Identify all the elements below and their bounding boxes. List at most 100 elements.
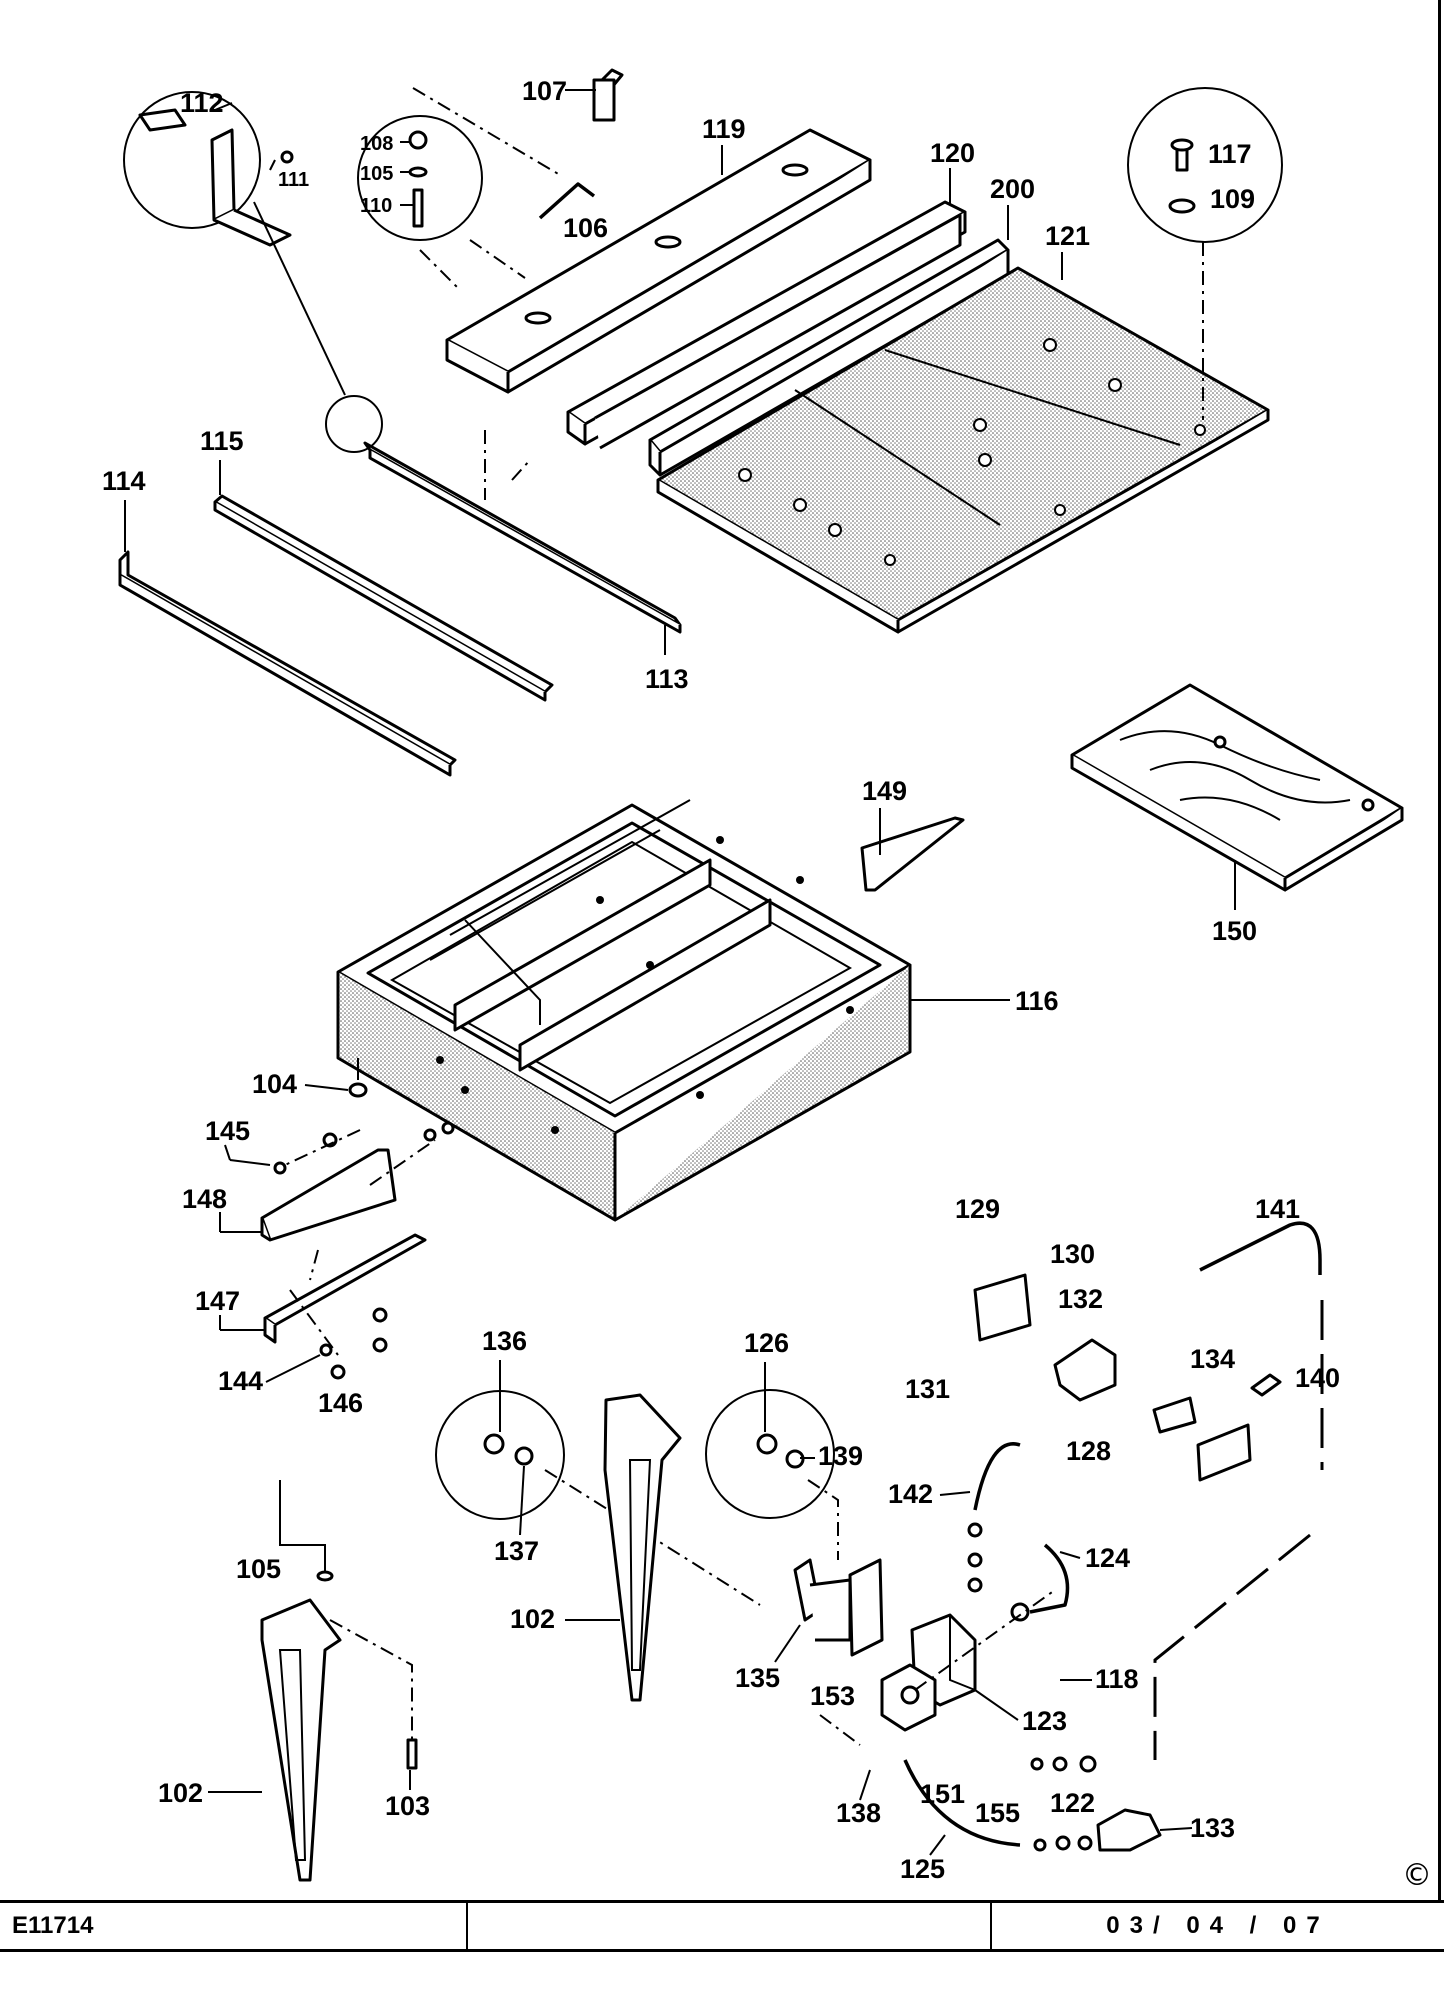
label-149: 149: [862, 776, 907, 806]
label-150: 150: [1212, 916, 1257, 946]
connector-rail: [484, 430, 531, 500]
detail-marker-113: [325, 395, 383, 453]
label-125: 125: [900, 1854, 945, 1884]
label-142: 142: [888, 1479, 933, 1509]
part-108-105-110: [408, 130, 428, 228]
title-block-middle: [468, 1903, 992, 1949]
label-102-left: 102: [158, 1778, 203, 1808]
part-120-rail: [566, 200, 967, 450]
label-107: 107: [522, 76, 567, 106]
copyright-symbol: ©: [1402, 1858, 1432, 1893]
part-113-rail: [363, 441, 682, 634]
part-148-bracket: [260, 1121, 455, 1242]
label-105-leg: 105: [236, 1554, 281, 1584]
part-126-139: [756, 1433, 805, 1469]
part-102-leg-left: [260, 1598, 342, 1882]
part-124-cable: [1010, 1543, 1070, 1622]
part-134-box: [1053, 1338, 1117, 1402]
part-132-plate: [973, 1273, 1032, 1342]
detail-circle-117: [1127, 87, 1283, 243]
part-147-angle: [263, 1233, 427, 1380]
label-128: 128: [1066, 1436, 1111, 1466]
label-200: 200: [990, 174, 1035, 204]
part-119-board: [445, 128, 872, 394]
part-labels: 107 112 119 111 108 105 110 106 120 200 …: [102, 76, 1340, 1884]
label-114: 114: [102, 466, 146, 496]
part-112-handle: [138, 108, 294, 247]
part-104-nut: [348, 1058, 368, 1098]
detail-circle-126: [705, 1389, 835, 1519]
label-106: 106: [563, 213, 608, 243]
part-136-137: [483, 1433, 534, 1466]
connector-105: [279, 1480, 326, 1575]
part-121-table-top: [656, 266, 1270, 634]
callout-line-112: [253, 201, 346, 396]
part-153-switch: [880, 1663, 937, 1732]
detail-circle-112: [123, 91, 261, 229]
connector-147: [289, 1249, 339, 1356]
label-139: 139: [818, 1441, 863, 1471]
part-103-bolt: [406, 1738, 418, 1770]
label-117: 117: [1208, 139, 1252, 169]
label-135: 135: [735, 1663, 780, 1693]
leader-lines: [124, 89, 1236, 1856]
label-137: 137: [494, 1536, 539, 1566]
connector-board: [419, 239, 526, 291]
part-114-rail: [118, 550, 457, 777]
label-123: 123: [1022, 1706, 1067, 1736]
part-142-cable: [967, 1442, 1021, 1593]
label-129: 129: [955, 1194, 1000, 1224]
label-155: 155: [975, 1798, 1020, 1828]
label-147: 147: [195, 1286, 240, 1316]
drawing-number: E11714: [0, 1903, 468, 1949]
label-122: 122: [1050, 1788, 1095, 1818]
label-141: 141: [1255, 1194, 1300, 1224]
part-140-plug: [1152, 1373, 1282, 1482]
label-130: 130: [1050, 1239, 1095, 1269]
label-126: 126: [744, 1328, 789, 1358]
part-133-plug: [1033, 1808, 1162, 1852]
drawing-date: 03/ 04 / 07: [1106, 1912, 1330, 1939]
part-135-bracket: [793, 1558, 884, 1657]
connector-126: [807, 1479, 839, 1560]
label-110: 110: [360, 195, 392, 217]
label-144: 144: [218, 1366, 263, 1396]
part-107-tbolt: [592, 68, 624, 122]
label-133: 133: [1190, 1813, 1235, 1843]
title-block: E11714 03/ 04 / 07: [0, 1900, 1444, 1952]
label-138: 138: [836, 1798, 881, 1828]
part-141-cable: [1199, 1221, 1322, 1275]
label-153: 153: [810, 1681, 855, 1711]
label-151: 151: [920, 1779, 965, 1809]
label-115: 115: [200, 426, 244, 456]
part-116-frame: [336, 799, 912, 1222]
label-109: 109: [1210, 184, 1255, 214]
label-104: 104: [252, 1069, 297, 1099]
label-132: 132: [1058, 1284, 1103, 1314]
detail-circle-108: [357, 115, 483, 241]
label-120: 120: [930, 138, 975, 168]
label-121: 121: [1045, 221, 1090, 251]
right-border: [1438, 0, 1441, 1900]
connector-103: [329, 1619, 413, 1740]
connector-switch: [819, 1589, 1056, 1746]
label-145: 145: [205, 1116, 250, 1146]
label-102: 102: [510, 1604, 555, 1634]
part-149-bracket: [860, 816, 965, 892]
part-115-rail: [213, 494, 554, 702]
connector-148: [284, 1129, 436, 1186]
label-118: 118: [1095, 1664, 1139, 1694]
label-140: 140: [1295, 1363, 1340, 1393]
part-102-leg-middle: [603, 1393, 682, 1702]
label-113: 113: [645, 664, 689, 694]
label-108: 108: [360, 133, 393, 155]
label-116: 116: [1015, 986, 1059, 1016]
part-125-cable: [903, 1759, 1021, 1847]
label-146: 146: [318, 1388, 363, 1418]
label-131: 131: [905, 1374, 950, 1404]
label-124: 124: [1085, 1543, 1130, 1573]
label-103: 103: [385, 1791, 430, 1821]
part-117-109: [1168, 138, 1196, 214]
label-105: 105: [360, 163, 393, 185]
